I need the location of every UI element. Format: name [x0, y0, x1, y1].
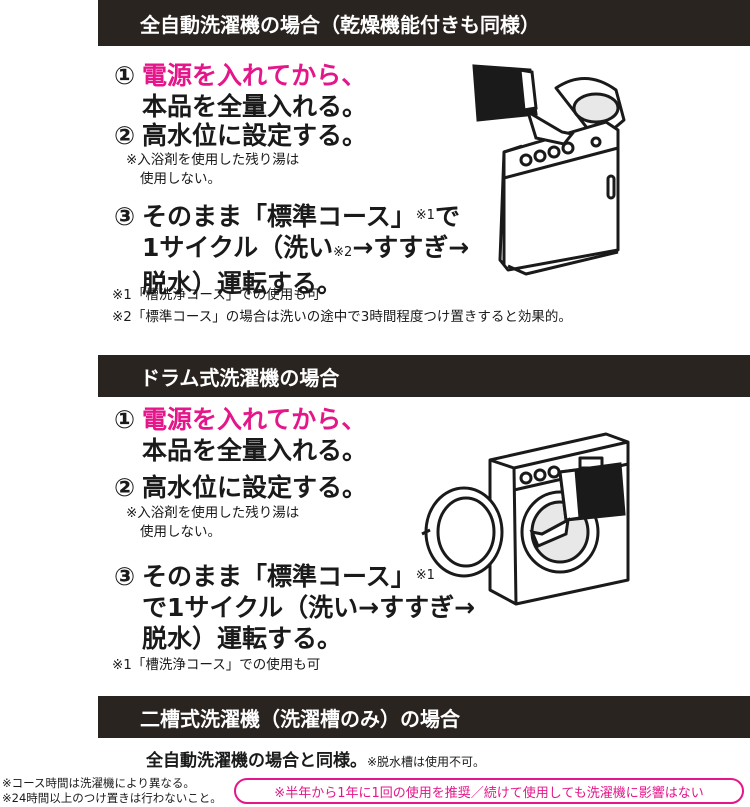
step-note: 使用しない。 — [140, 171, 221, 187]
step-text: 1サイクル（洗い — [142, 233, 334, 262]
step-emphasis: 電源を入れてから、 — [142, 61, 367, 90]
instruction-text: 全自動洗濯機の場合と同様。 — [146, 751, 367, 771]
footnote-mark: ※1 — [415, 568, 435, 583]
recommendation-badge: ※半年から1年に1回の使用を推奨／続けて使用しても洗濯機に影響はない — [234, 778, 744, 804]
instruction-note: ※脱水槽は使用不可。 — [367, 755, 486, 769]
step-text: 高水位に設定する。 — [142, 121, 368, 150]
step-text: そのまま「標準コース」 — [142, 562, 416, 591]
step-text: 高水位に設定する。 — [142, 473, 368, 502]
section-header-twin-tub: 二槽式洗濯機（洗濯槽のみ）の場合 — [98, 696, 750, 738]
recommendation-text: ※半年から1年に1回の使用を推奨／続けて使用しても洗濯機に影響はない — [274, 785, 704, 801]
section-header-drum: ドラム式洗濯機の場合 — [98, 355, 750, 397]
footnote: ※1「槽洗浄コース」での使用も可 — [112, 287, 321, 303]
step-text: そのまま「標準コース」 — [142, 202, 416, 231]
step-number: ② — [114, 473, 136, 502]
footnote-mark: ※2 — [333, 245, 353, 260]
drum-washer-illustration — [421, 432, 630, 606]
twin-tub-instruction: 全自動洗濯機の場合と同様。※脱水槽は使用不可。 — [146, 746, 485, 771]
footer-note: ※24時間以上のつけ置きは行わないこと。 — [2, 791, 222, 805]
section-title: ドラム式洗濯機の場合 — [140, 365, 340, 390]
section-header-fully-automatic: 全自動洗濯機の場合（乾燥機能付きも同様） — [98, 0, 750, 46]
step-number: ③ — [114, 562, 136, 591]
step-emphasis: 電源を入れてから、 — [142, 405, 367, 434]
step-note: ※入浴剤を使用した残り湯は — [126, 152, 300, 168]
step-number: ① — [114, 405, 136, 434]
step-number: ③ — [114, 202, 136, 231]
step-text: 本品を全量入れる。 — [142, 436, 368, 465]
step-text: 脱水）運転する。 — [142, 269, 343, 298]
footnote: ※2「標準コース」の場合は洗いの途中で3時間程度つけ置きすると効果的。 — [112, 309, 572, 325]
step-text: 本品を全量入れる。 — [142, 92, 368, 121]
footer-notes: ※コース時間は洗濯機により異なる。 ※24時間以上のつけ置きは行わないこと。 — [2, 776, 222, 806]
step-note: 使用しない。 — [140, 524, 221, 540]
footnote-mark: ※1 — [415, 208, 435, 223]
step-number: ① — [114, 61, 136, 90]
step-text: で — [434, 202, 460, 231]
section-title: 二槽式洗濯機（洗濯槽のみ）の場合 — [140, 706, 460, 731]
step-text: 脱水）運転する。 — [142, 624, 343, 653]
step-text: で1サイクル（洗い→すすぎ→ — [142, 593, 476, 622]
footnote: ※1「槽洗浄コース」での使用も可 — [112, 657, 321, 673]
step-note: ※入浴剤を使用した残り湯は — [126, 505, 300, 521]
section-title: 全自動洗濯機の場合（乾燥機能付きも同様） — [140, 12, 540, 37]
footer-note: ※コース時間は洗濯機により異なる。 — [2, 776, 195, 790]
step-number: ② — [114, 121, 136, 150]
top-load-washer-illustration — [472, 64, 626, 276]
step-text: →すすぎ→ — [352, 233, 470, 262]
